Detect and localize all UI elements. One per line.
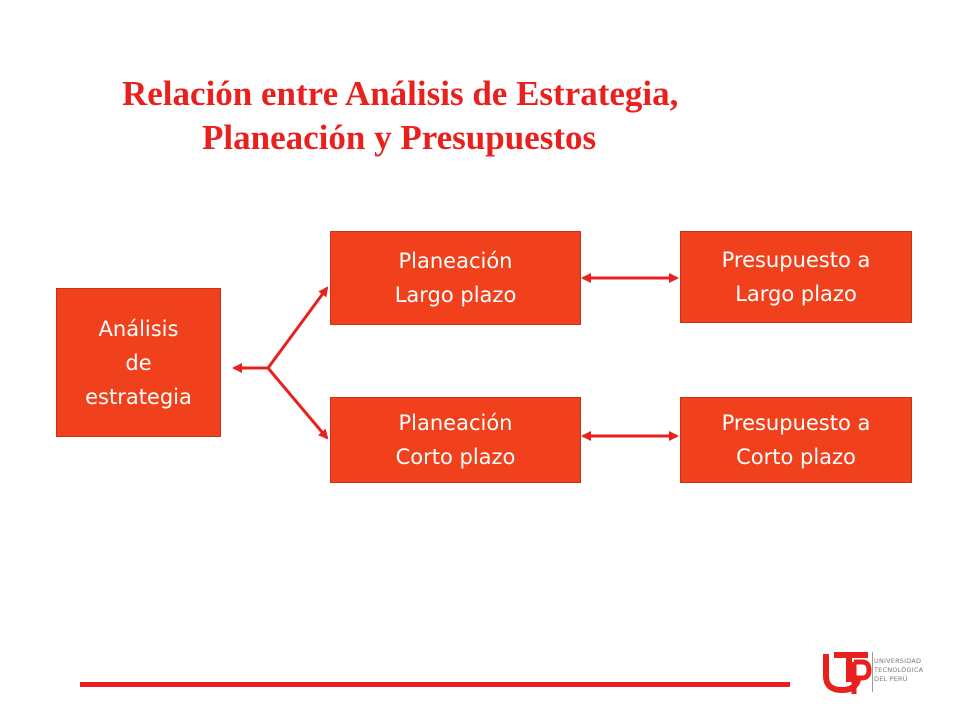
logo-text-line: DEL PERÚ (874, 675, 908, 683)
box-text: Largo plazo (735, 282, 857, 306)
box-text: Planeación (398, 249, 513, 273)
box-text: estrategia (85, 384, 192, 409)
title-line-2: Planeación y Presupuestos (202, 118, 597, 157)
logo-letter-p (851, 659, 872, 694)
box-text: Corto plazo (736, 445, 856, 469)
box-presupuesto-corto-plazo: Presupuesto a Corto plazo (680, 397, 912, 483)
box-text: Presupuesto a (721, 411, 871, 435)
utp-logo (823, 652, 873, 694)
logo-text-line: TECNOLÓGICA (874, 666, 924, 674)
logo-separator (872, 652, 873, 692)
slide-title: Relación entre Análisis de Estrategia, P… (0, 72, 960, 160)
box-text: Largo plazo (394, 283, 517, 307)
box-analisis-estrategia: Análisis de estrategia (56, 288, 221, 437)
box-planeacion-corto-plazo: Planeación Corto plazo (330, 397, 581, 483)
box-text: de (125, 350, 152, 375)
box-text: Presupuesto a (721, 248, 871, 272)
bottom-divider (80, 682, 790, 687)
connector-fork-up (266, 286, 329, 369)
connector-fork-down (266, 367, 329, 440)
logo-text-line: UNIVERSIDAD (874, 657, 922, 665)
box-text: Planeación (398, 411, 513, 435)
logo-letter-t-stem (846, 652, 852, 682)
box-planeacion-largo-plazo: Planeación Largo plazo (330, 231, 581, 325)
box-presupuesto-largo-plazo: Presupuesto a Largo plazo (680, 231, 912, 323)
box-text: Análisis (98, 316, 179, 341)
box-text: Corto plazo (395, 445, 516, 469)
title-line-1: Relación entre Análisis de Estrategia, (122, 74, 679, 113)
logo-text: UNIVERSIDAD TECNOLÓGICA DEL PERÚ (874, 657, 923, 684)
